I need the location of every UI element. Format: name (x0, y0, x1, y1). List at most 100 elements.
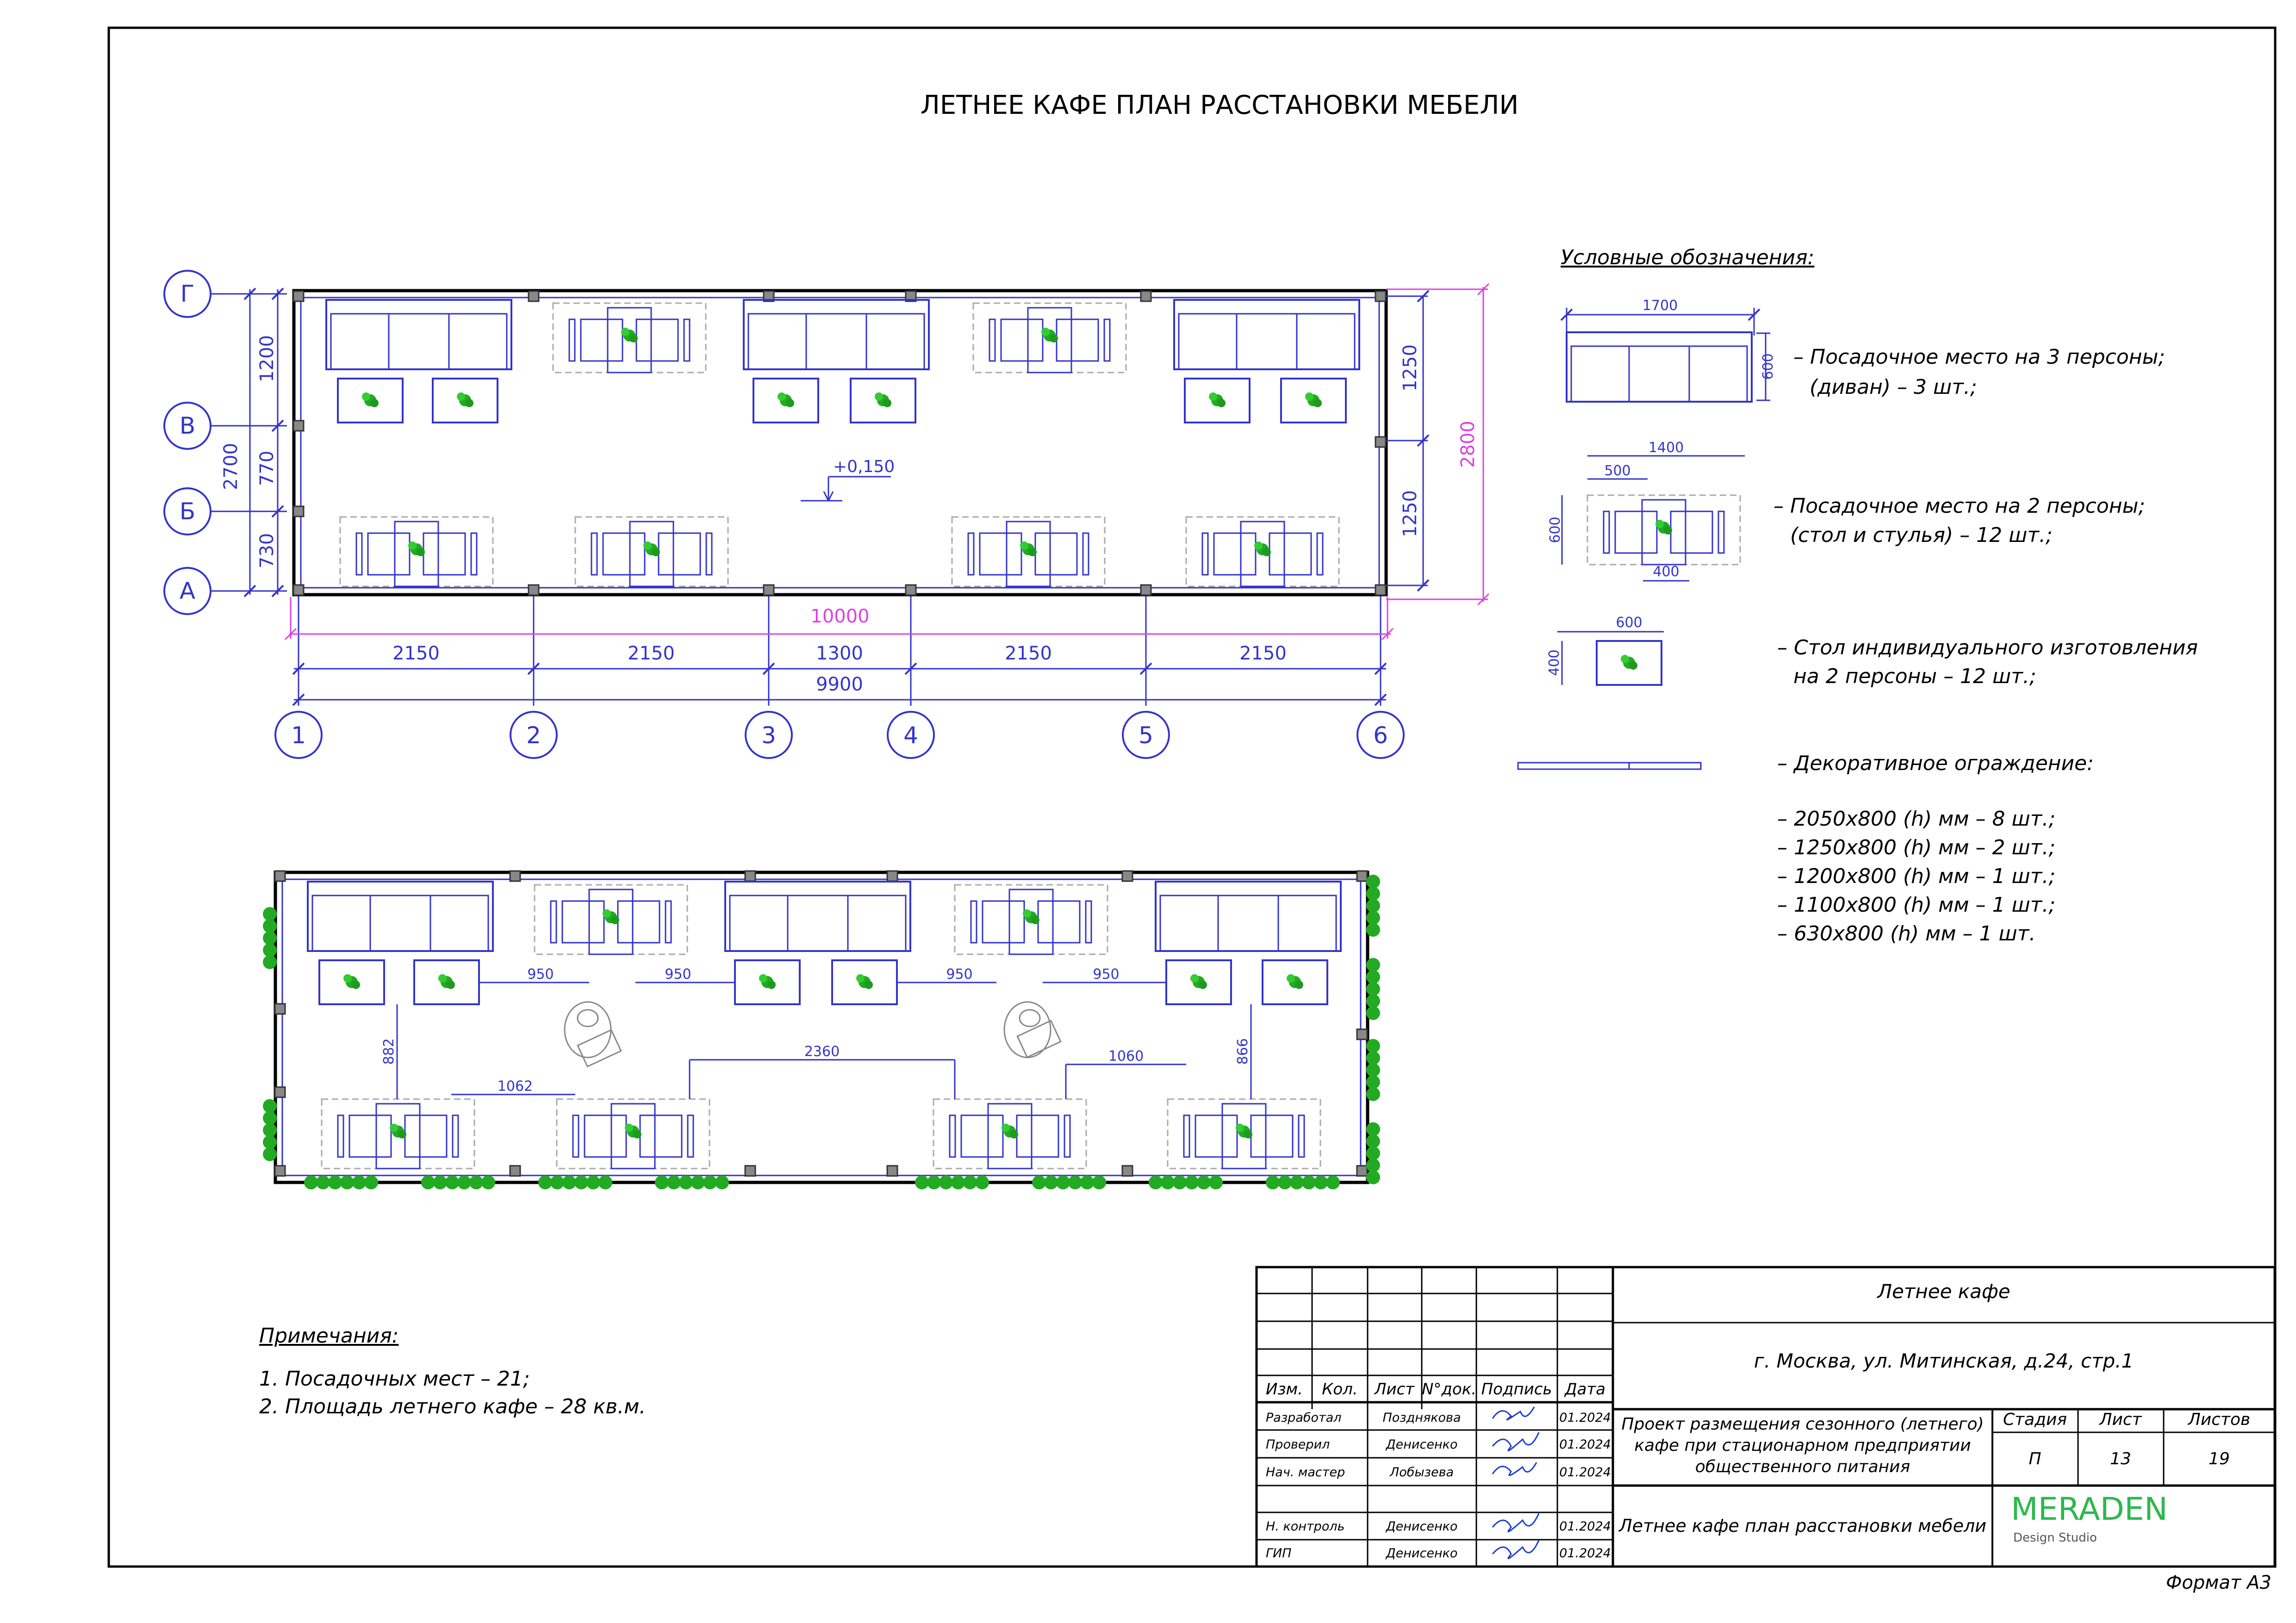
tb-header: Подпись (1481, 1380, 1552, 1399)
company-logo: MERADEN (2011, 1491, 2168, 1528)
wheelchair-icon (1003, 1001, 1062, 1058)
tb-name: Лобызева (1389, 1465, 1454, 1480)
tb-role: Нач. мастер (1266, 1465, 1345, 1480)
axis-bubble-col-2: 2 (510, 711, 558, 759)
dim-right-1250-top: 1250 (1400, 344, 1421, 392)
tb-address: г. Москва, ул. Митинская, д.24, стр.1 (1754, 1349, 2134, 1372)
dim-right-1250-bottom: 1250 (1400, 490, 1421, 537)
tb-header: Лист (1374, 1380, 1415, 1399)
dim-axis-length: 9900 (816, 674, 863, 695)
note-item: 2. Площадь летнего кафе – 28 кв.м. (259, 1395, 646, 1418)
table (1263, 960, 1327, 1004)
tb-header: Дата (1564, 1380, 1606, 1399)
tb-role: Н. контроль (1266, 1519, 1345, 1534)
legend-sofa (1566, 331, 1753, 403)
page-title: ЛЕТНЕЕ КАФЕ ПЛАН РАССТАНОВКИ МЕБЕЛИ (920, 90, 1519, 120)
seat-set (1168, 1099, 1320, 1169)
tb-date: 01.2024 (1559, 1519, 1611, 1534)
dim-gap-2360: 2360 (804, 1044, 840, 1060)
tb-date: 01.2024 (1559, 1546, 1611, 1561)
legend-set-text-2: (стол и стулья) – 12 шт.; (1790, 523, 2053, 547)
notes-heading: Примечания: (259, 1324, 399, 1348)
dim-right-total: 2800 (1457, 421, 1479, 468)
axis-bubble-col-6: 6 (1356, 711, 1405, 759)
dim-gap-1060: 1060 (1108, 1048, 1144, 1064)
dim-span-1: 2150 (392, 643, 440, 664)
seat-set (1186, 517, 1339, 586)
seat-set (973, 303, 1126, 373)
legend-set-part: 500 (1604, 463, 1630, 479)
table (1185, 379, 1250, 423)
sofa (325, 299, 512, 370)
dim-left-1200: 1200 (256, 335, 278, 382)
table (832, 960, 897, 1004)
axis-label-1: 1 (291, 722, 306, 749)
axis-label-a: А (180, 578, 195, 604)
tb-header: N°док. (1421, 1380, 1477, 1399)
tb-name: Денисенко (1386, 1437, 1458, 1452)
dim-span-4: 2150 (1005, 643, 1052, 664)
level-mark: +0,150 (801, 457, 895, 502)
table (338, 379, 403, 423)
hedge (263, 1099, 277, 1161)
seat-set (933, 1099, 1086, 1169)
table (319, 960, 384, 1004)
tb-name: Денисенко (1386, 1546, 1458, 1561)
seat-set (955, 885, 1108, 954)
tb-sheet-label: Лист (2099, 1410, 2142, 1429)
table (1166, 960, 1231, 1004)
seat-set (535, 885, 687, 954)
tb-drawing-name: Летнее кафе план расстановки мебели (1619, 1516, 1986, 1536)
tb-description: Проект размещения сезонного (летнего) (1621, 1415, 1984, 1434)
table (735, 960, 800, 1004)
seat-set (557, 1099, 709, 1169)
tb-date: 01.2024 (1559, 1411, 1611, 1425)
company-subtitle: Design Studio (2013, 1531, 2097, 1545)
tb-date: 01.2024 (1559, 1465, 1611, 1480)
hedge (263, 907, 277, 969)
legend-fence-item: – 1250х800 (h) мм – 2 шт.; (1777, 836, 2056, 859)
axis-bubble-row-v: В (163, 402, 212, 450)
tb-role: Проверил (1266, 1437, 1330, 1452)
axis-bubble-row-a: А (163, 567, 212, 615)
dim-total-length: 10000 (810, 606, 869, 627)
tb-stage: П (2028, 1449, 2041, 1468)
tb-sheets: 19 (2209, 1449, 2230, 1468)
dim-span-3: 1300 (816, 643, 863, 664)
seat-set (322, 1099, 474, 1169)
axis-label-4: 4 (903, 722, 918, 749)
seat-set (340, 517, 493, 586)
format-label: Формат А3 (2166, 1572, 2271, 1593)
legend-fence-text: – Декоративное ограждение: (1777, 752, 2094, 775)
hedge (538, 1175, 612, 1189)
hedge (304, 1175, 378, 1189)
legend-fence-item: – 630х800 (h) мм – 1 шт. (1777, 922, 2036, 945)
axis-bubble-col-5: 5 (1122, 711, 1170, 759)
dim-gap-1062: 1062 (498, 1078, 533, 1094)
legend-fence-item: – 1200х800 (h) мм – 1 шт.; (1777, 864, 2056, 888)
legend-set-depth: 600 (1547, 516, 1563, 543)
hedge (1366, 875, 1380, 937)
tb-sheet: 13 (2110, 1449, 2131, 1468)
legend-table (1597, 641, 1661, 685)
dim-gap-882: 882 (381, 1038, 397, 1064)
legend-fence-item: – 1100х800 (h) мм – 1 шт.; (1777, 893, 2056, 917)
hedge (655, 1175, 729, 1189)
tb-name: Денисенко (1386, 1519, 1458, 1534)
sofa (1173, 299, 1360, 370)
tb-name: Позднякова (1382, 1411, 1461, 1425)
axis-label-6: 6 (1373, 722, 1388, 749)
tb-date: 01.2024 (1559, 1437, 1611, 1452)
legend-sofa-width: 1700 (1643, 298, 1678, 314)
hedge (1366, 1039, 1380, 1101)
dim-span-5: 2150 (1239, 643, 1287, 664)
sofa (743, 299, 930, 370)
legend-set-table: 400 (1653, 564, 1679, 580)
tb-description: кафе при стационарном предприятии (1634, 1436, 1971, 1455)
outer-frame (107, 26, 2277, 1568)
tb-sheets-label: Листов (2188, 1410, 2251, 1429)
legend-table-text-2: на 2 персоны – 12 шт.; (1793, 665, 2036, 688)
hedge (421, 1175, 495, 1189)
legend-table-text-1: – Стол индивидуального изготовления (1777, 636, 2198, 659)
